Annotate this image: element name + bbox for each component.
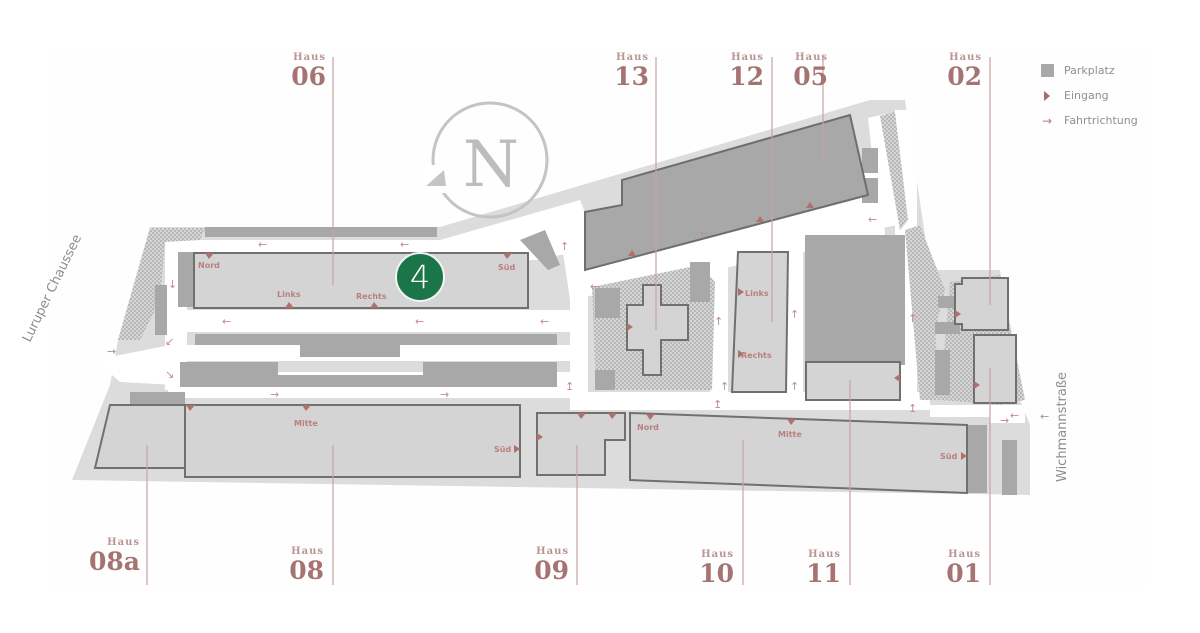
building-haus-08: [184, 404, 521, 478]
house-prefix: Haus: [701, 549, 734, 560]
house-number: 08: [289, 556, 324, 585]
entrance-label-h10-nord: Nord: [637, 423, 659, 432]
entrance-label-h06-sued: Süd: [498, 263, 516, 272]
house-prefix: Haus: [293, 52, 326, 63]
building-haus-11: [805, 361, 901, 401]
house-label-11: Haus 11: [795, 549, 841, 587]
house-prefix: Haus: [731, 52, 764, 63]
building-haus-09: [536, 412, 626, 476]
svg-text:←: ←: [700, 227, 709, 240]
svg-text:↥: ↥: [713, 398, 722, 411]
building-haus-02: [954, 277, 1009, 331]
entrance-label-h06-nord: Nord: [198, 261, 220, 270]
house-prefix: Haus: [949, 52, 982, 63]
house-number: 08a: [89, 547, 140, 576]
building-haus-06: [193, 252, 529, 309]
building-haus-01: [973, 334, 1017, 404]
house-prefix: Haus: [808, 549, 841, 560]
svg-text:→: →: [440, 388, 449, 401]
svg-text:←: ←: [415, 315, 424, 328]
svg-text:←: ←: [1010, 409, 1019, 422]
entrance-label-h08-mitte: Mitte: [294, 419, 318, 428]
legend-label: Parkplatz: [1064, 64, 1115, 77]
svg-text:←: ←: [258, 238, 267, 251]
leader-lines: [146, 57, 991, 585]
direction-arrow-icon: →: [1041, 113, 1053, 128]
house-prefix: Haus: [107, 537, 140, 548]
entrance-label-h10-mitte: Mitte: [778, 430, 802, 439]
svg-text:→: →: [107, 345, 116, 358]
house-label-02: Haus 02: [936, 52, 982, 90]
house-prefix: Haus: [948, 549, 981, 560]
svg-text:←: ←: [400, 238, 409, 251]
svg-text:N: N: [463, 128, 519, 202]
legend-label: Fahrtrichtung: [1064, 114, 1138, 127]
house-number: 09: [534, 556, 569, 585]
svg-text:←: ←: [540, 315, 549, 328]
entrance-label-h06-links: Links: [277, 290, 301, 299]
house-prefix: Haus: [795, 52, 828, 63]
house-number: 12: [729, 62, 764, 91]
house-label-08a: Haus 08a: [80, 537, 140, 575]
house-label-12: Haus 12: [718, 52, 764, 90]
house-label-10: Haus 10: [688, 549, 734, 587]
svg-text:←: ←: [1040, 410, 1049, 423]
svg-text:→: →: [270, 388, 279, 401]
house-number: 01: [946, 559, 981, 588]
buildings: [93, 251, 1017, 495]
legend: Parkplatz Eingang → Fahrtrichtung: [1040, 58, 1138, 133]
house-number: 10: [699, 559, 734, 588]
house-label-09: Haus 09: [523, 546, 569, 584]
svg-text:↑: ↑: [790, 380, 799, 393]
svg-text:↑: ↑: [560, 240, 569, 253]
entrance-label-h12-links: Links: [745, 289, 769, 298]
building-haus-12: [730, 251, 790, 393]
svg-text:↑: ↑: [714, 315, 723, 328]
house-number: 11: [806, 559, 841, 588]
location-marker-4[interactable]: 4: [395, 252, 445, 302]
legend-label: Eingang: [1064, 89, 1109, 102]
svg-text:←: ←: [590, 280, 599, 293]
parking-square-icon: [1040, 64, 1054, 78]
direction-arrows: ← ← ← ← ← → → ↓ ↙ ↘ ↑ ← ← ← ↑ ↑ ↑ ↑ ↑ ↥ …: [107, 213, 1049, 427]
house-label-08: Haus 08: [278, 546, 324, 584]
entrance-label-h08-sued: Süd: [494, 445, 512, 454]
compass-north-icon: N: [420, 101, 549, 219]
svg-text:↥: ↥: [565, 380, 574, 393]
svg-text:↑: ↑: [790, 308, 799, 321]
entrance-label-h06-rechts: Rechts: [356, 292, 387, 301]
entrance-markers: [186, 202, 980, 460]
house-label-05: Haus 05: [782, 52, 828, 90]
house-prefix: Haus: [616, 52, 649, 63]
house-number: 06: [291, 62, 326, 91]
entrance-triangle-icon: [1040, 89, 1054, 103]
house-prefix: Haus: [291, 546, 324, 557]
legend-item-fahrtrichtung: → Fahrtrichtung: [1040, 108, 1138, 133]
svg-text:←: ←: [868, 213, 877, 226]
building-haus-08a: [93, 404, 186, 469]
entrance-label-h10-sued: Süd: [940, 452, 958, 461]
house-label-06: Haus 06: [280, 52, 326, 90]
house-label-01: Haus 01: [935, 549, 981, 587]
svg-text:↘: ↘: [165, 368, 174, 381]
legend-item-eingang: Eingang: [1040, 83, 1138, 108]
house-label-13: Haus 13: [603, 52, 649, 90]
house-number: 02: [947, 62, 982, 91]
entrance-label-h12-rechts: Rechts: [741, 351, 772, 360]
svg-text:↥: ↥: [908, 402, 917, 415]
svg-text:↓: ↓: [168, 278, 177, 291]
house-number: 05: [793, 62, 828, 91]
svg-text:↑: ↑: [908, 312, 917, 325]
svg-text:↑: ↑: [720, 380, 729, 393]
svg-text:←: ←: [222, 315, 231, 328]
house-prefix: Haus: [536, 546, 569, 557]
svg-text:→: →: [1000, 414, 1009, 427]
house-number: 13: [614, 62, 649, 91]
building-haus-13: [626, 284, 689, 376]
legend-item-parkplatz: Parkplatz: [1040, 58, 1138, 83]
svg-text:↙: ↙: [165, 335, 174, 348]
building-haus-10: [629, 411, 968, 495]
street-label-wichmannstrasse: Wichmannstraße: [1055, 371, 1070, 482]
